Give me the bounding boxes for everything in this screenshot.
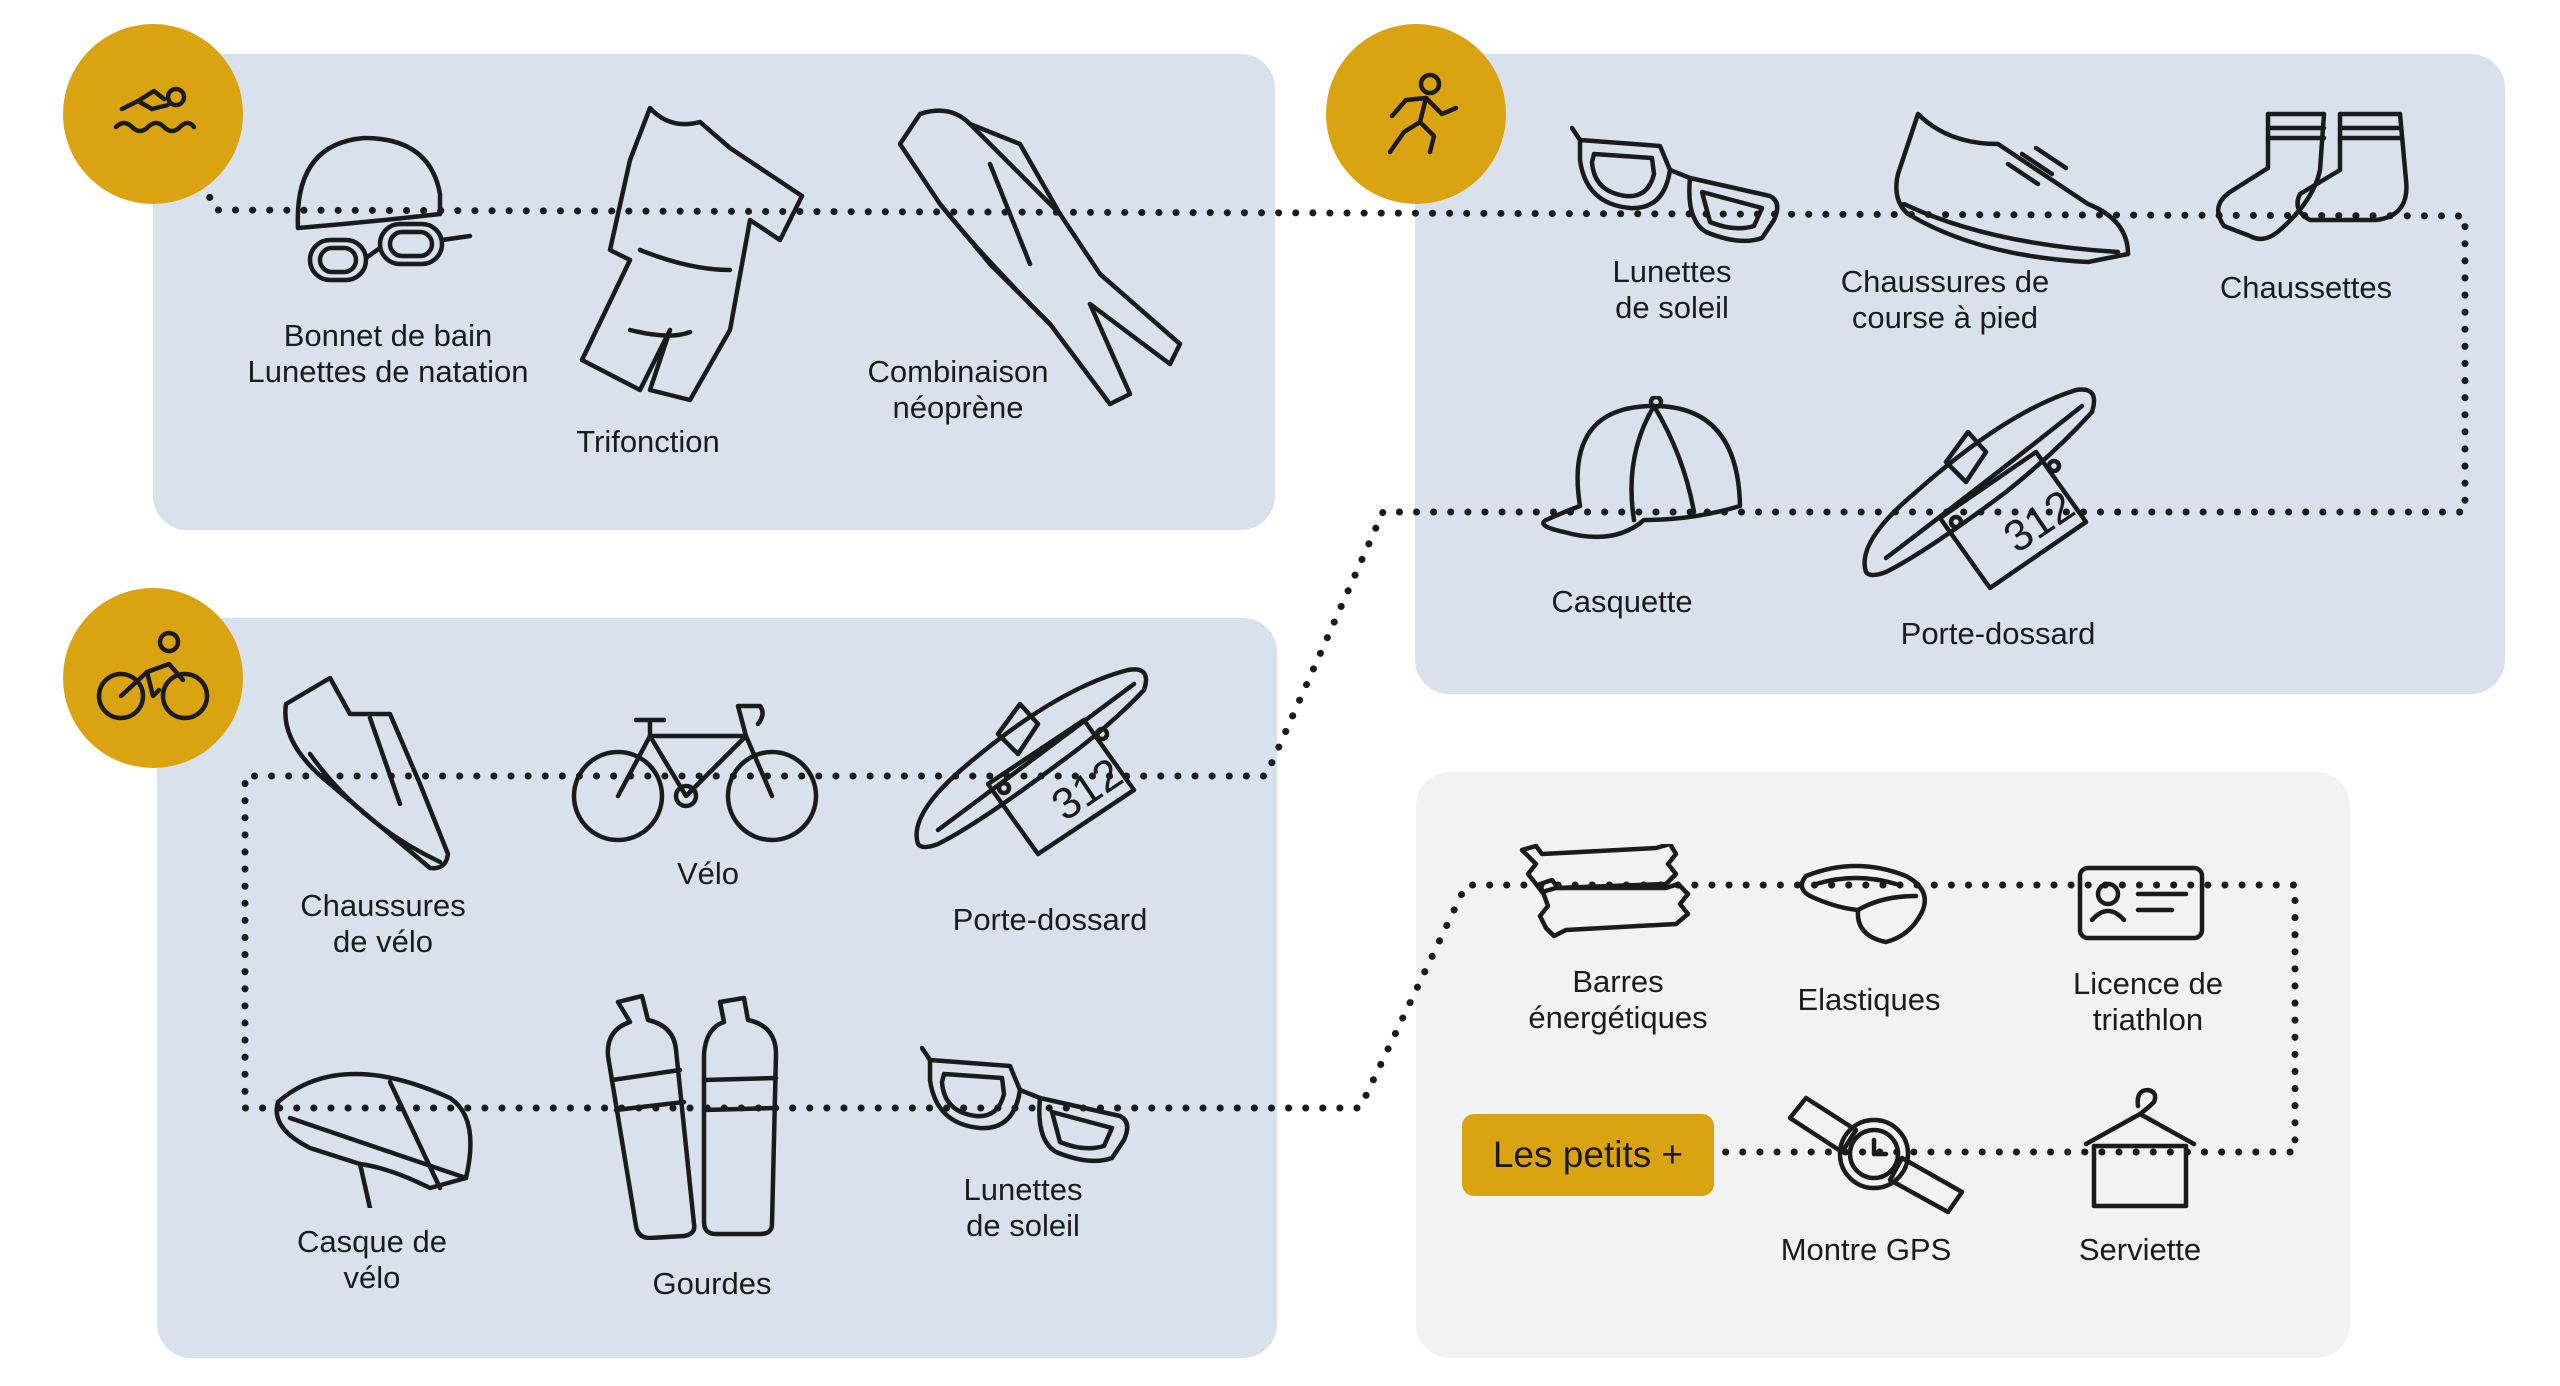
bicycle-label: Vélo xyxy=(676,856,740,891)
bike-race-belt-label: Porte-dossard xyxy=(952,902,1148,937)
running-shoe xyxy=(1888,104,2138,274)
sunglasses-icon xyxy=(1570,125,1780,244)
run-bib-number: 312 xyxy=(1995,481,2083,563)
energy-bars-label: Barres énergétiques xyxy=(1528,964,1708,1035)
license-card-icon xyxy=(2077,865,2205,941)
swim-cap-goggles-label: Bonnet de bain Lunettes de natation xyxy=(247,318,529,389)
swim-badge xyxy=(63,24,243,204)
trisuit xyxy=(570,100,820,410)
gps-watch xyxy=(1786,1094,1966,1214)
wetsuit xyxy=(880,104,1200,424)
bike-badge xyxy=(63,588,243,768)
run-badge xyxy=(1326,24,1506,204)
running-shoe-label: Chaussures de course à pied xyxy=(1840,264,2050,335)
water-bottles xyxy=(600,990,800,1240)
bicycle xyxy=(570,700,820,850)
water-bottles-label: Gourdes xyxy=(652,1266,772,1301)
bike-sunglasses xyxy=(920,1040,1140,1170)
license-card xyxy=(2076,864,2206,944)
cycling-shoe-label: Chaussures de vélo xyxy=(300,888,466,959)
towel-label: Serviette xyxy=(2078,1232,2202,1267)
bike-helmet-icon xyxy=(274,1071,473,1208)
swimmer-icon xyxy=(113,86,197,134)
running-shoe-icon xyxy=(1894,111,2131,265)
cycling-shoe-icon xyxy=(283,675,451,871)
bike-bib-number: 312 xyxy=(1043,749,1131,831)
gps-watch-label: Montre GPS xyxy=(1780,1232,1952,1267)
energy-bars xyxy=(1516,844,1696,944)
elastic-laces-label: Elastiques xyxy=(1797,982,1941,1017)
license-card-label: Licence de triathlon xyxy=(2073,966,2223,1037)
run-panel xyxy=(1415,54,2505,694)
cap xyxy=(1534,396,1754,556)
race-belt-icon: 312 xyxy=(914,667,1149,857)
cap-label: Casquette xyxy=(1551,584,1693,619)
towel-icon xyxy=(2083,1087,2197,1209)
elastic-laces xyxy=(1796,856,1936,956)
bicycle-icon xyxy=(571,703,819,843)
run-race-belt: 312 xyxy=(1856,382,2106,612)
cap-icon xyxy=(1541,396,1743,540)
run-sunglasses-label: Lunettes de soleil xyxy=(1612,254,1732,325)
socks xyxy=(2210,110,2420,250)
cycling-shoe xyxy=(270,674,460,874)
elastic-laces-icon xyxy=(1799,863,1927,945)
sunglasses-icon xyxy=(920,1045,1130,1164)
wetsuit-icon xyxy=(897,108,1183,407)
cyclist-icon xyxy=(96,630,210,721)
gps-watch-icon xyxy=(1787,1095,1965,1214)
race-belt-icon: 312 xyxy=(1862,387,2097,591)
energy-bars-icon xyxy=(1519,844,1691,939)
water-bottles-icon xyxy=(605,993,779,1240)
swim-cap-goggles-icon xyxy=(295,135,473,283)
wetsuit-label: Combinaison néoprène xyxy=(867,354,1049,425)
bike-race-belt: 312 xyxy=(908,664,1158,874)
bike-sunglasses-label: Lunettes de soleil xyxy=(963,1172,1083,1243)
towel xyxy=(2080,1084,2200,1214)
extras-title: Les petits + xyxy=(1462,1114,1714,1196)
socks-icon xyxy=(2216,111,2409,242)
run-sunglasses xyxy=(1570,120,1790,250)
bike-helmet xyxy=(270,1058,480,1208)
bike-helmet-label: Casque de vélo xyxy=(297,1224,447,1295)
run-race-belt-label: Porte-dossard xyxy=(1900,616,2096,651)
runner-icon xyxy=(1387,72,1459,155)
trisuit-icon xyxy=(579,105,805,403)
socks-label: Chaussettes xyxy=(2219,270,2393,305)
trisuit-label: Trifonction xyxy=(576,424,720,459)
swim-cap-goggles xyxy=(280,124,480,294)
